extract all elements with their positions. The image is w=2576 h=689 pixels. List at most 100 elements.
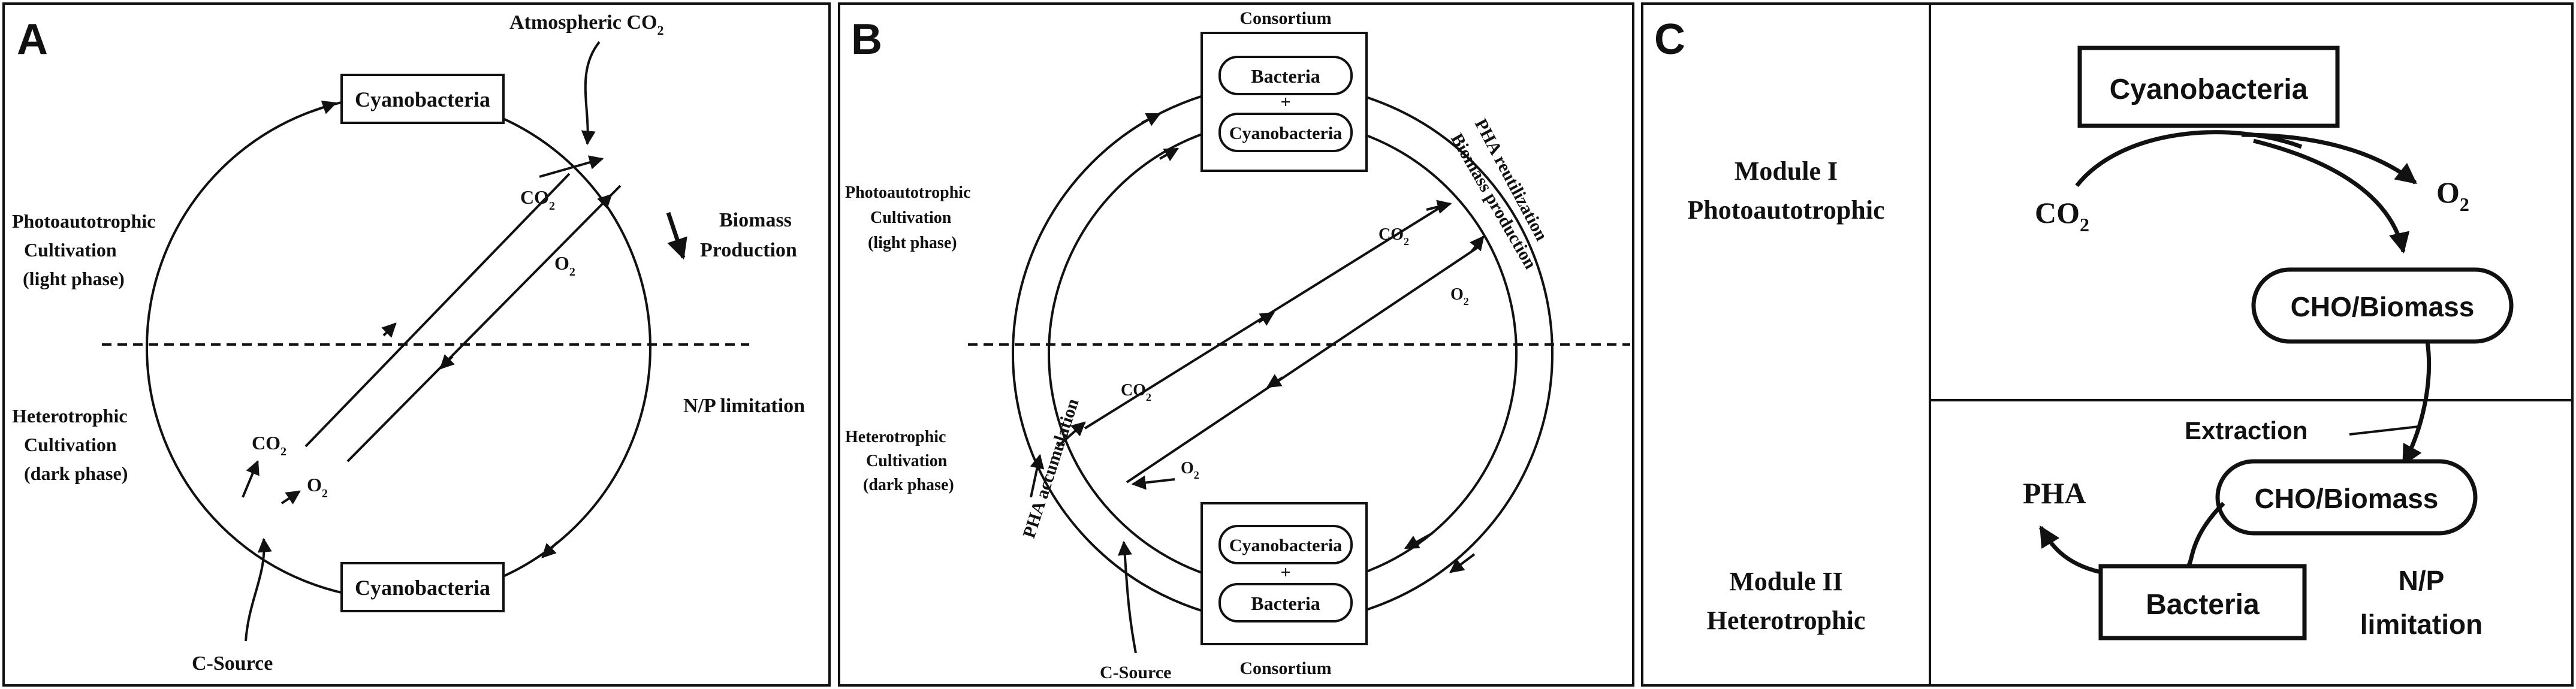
panel-a-top-cyanobacteria-box [340, 74, 505, 124]
panel-c-extraction-pointer [2349, 425, 2419, 436]
panel-b-o2-lower-arrow [1131, 475, 1175, 490]
panel-a-biomass-arrow [666, 211, 687, 260]
panel-c-np-line2: limitation [2360, 609, 2483, 640]
panel-b-outer-arrow-top [1141, 113, 1162, 126]
panel-a-photo-line2: Cultivation [24, 239, 117, 261]
panel-b-hetero-line3: (dark phase) [863, 476, 954, 494]
panel-c-pha-label: PHA [2023, 476, 2086, 510]
panel-c-bacteria-label: Bacteria [2146, 589, 2260, 621]
panel-b-inner-arrow-top [1159, 147, 1180, 162]
panel-a-cycle-circle [146, 95, 651, 600]
panel-c-o2: O2 [2436, 176, 2469, 215]
panel-b-co2-lower: CO2 [1121, 381, 1151, 403]
panel-c-letter: C [1654, 16, 1685, 64]
panel-a-bottom-cyanobacteria-label: Cyanobacteria [355, 576, 490, 600]
panel-b-o2-diagonal-arrow-top [1470, 235, 1485, 253]
panel-c-extraction-label: Extraction [2185, 416, 2307, 445]
panel-b-top-bacteria-pill [1218, 56, 1353, 95]
panel-b-bottom-plus: + [1280, 563, 1290, 582]
panel-b-bottom-bacteria-label: Bacteria [1251, 593, 1320, 614]
panel-b-photo-line2: Cultivation [870, 208, 952, 227]
panel-c-cho-biomass-pill-2 [2215, 459, 2478, 536]
panel-c-module1-line1: Module I [1735, 156, 1838, 186]
panel-a-o2-diagonal-arrow-top [597, 194, 613, 209]
panel-b: B Consortium Bacteria + Cyanobacteria Cy… [838, 2, 1634, 687]
panel-a-top-cyanobacteria-label: Cyanobacteria [355, 87, 490, 111]
panel-b-pha-accumulation: PHA accumulation [1019, 396, 1082, 540]
panel-a-biomass-line2: Production [700, 239, 797, 261]
panel-b-top-cyanobacteria-pill [1218, 113, 1353, 152]
panel-a-biomass-line1: Biomass [719, 209, 792, 231]
panel-b-o2-lower: O2 [1181, 459, 1199, 481]
panel-c-cho-biomass-label-1: CHO/Biomass [2291, 291, 2475, 322]
panel-a-cycle-arrow-bottom [541, 541, 559, 558]
panel-c-biomass-arrow [2253, 138, 2410, 254]
panel-a-c-source-arrow [245, 537, 272, 642]
panel-a-o2-diagonal [346, 185, 622, 463]
panel-a-hetero-line1: Heterotrophic [12, 405, 128, 427]
panel-a-lower-left-arrow [242, 460, 260, 498]
panel-b-bottom-bacteria-pill [1218, 583, 1353, 622]
panel-c: C Module I Photoautotrophic Module II He… [1641, 2, 2574, 687]
panel-b-hetero-line2: Cultivation [866, 452, 948, 470]
panel-a-photo-line3: (light phase) [23, 268, 125, 289]
panel-a-cycle-arrow-top [311, 100, 337, 114]
panel-a-co2-diagonal [304, 173, 571, 448]
panel-a-hetero-line3: (dark phase) [24, 463, 128, 484]
panel-b-consortium-bottom-label: Consortium [1239, 658, 1331, 678]
panel-b-photo-line1: Photoautotrophic [845, 183, 971, 202]
panel-b-consortium-top-label: Consortium [1239, 8, 1331, 28]
panel-c-co2: CO2 [2035, 196, 2089, 235]
panel-b-inner-arrow-bottom [1404, 532, 1433, 549]
panel-a-o2-diagonal-arrow-mid [439, 354, 455, 370]
panel-b-hetero-line1: Heterotrophic [845, 428, 946, 446]
panel-b-letter: B [851, 16, 882, 64]
panel-a-bottom-cyanobacteria-box [340, 562, 505, 612]
panel-b-top-bacteria-label: Bacteria [1251, 65, 1320, 87]
panel-c-cho-biomass-label-2: CHO/Biomass [2255, 483, 2439, 514]
panel-a-photo-line1: Photoautotrophic [12, 210, 155, 232]
panel-a-border [2, 2, 831, 687]
panel-a-hetero-line2: Cultivation [24, 434, 117, 455]
panel-b-photo-line3: (light phase) [868, 234, 957, 252]
panel-a-o2-lower-arrow [280, 490, 301, 504]
panel-c-bacteria-box [2098, 564, 2307, 640]
panel-a-co2-upper: CO2 [520, 186, 555, 213]
panel-b-co2-diagonal-arrow-mid [1257, 312, 1275, 326]
panel-b-o2-diagonal-arrow-mid [1266, 374, 1284, 388]
panel-a-o2-lower: O2 [307, 474, 328, 500]
panel-c-co2-curve [2075, 130, 2303, 188]
panel-c-biomass-to-bacteria [2186, 501, 2225, 569]
panel-b-left-lower-arrow [1030, 454, 1045, 498]
panel-b-bottom-cyanobacteria-label: Cyanobacteria [1229, 536, 1342, 555]
panel-c-module2-line2: Heterotrophic [1707, 606, 1866, 635]
panel-b-co2-diagonal-arrow-top [1426, 200, 1452, 214]
panel-c-np-line1: N/P [2399, 565, 2445, 596]
panel-a-letter: A [17, 16, 48, 64]
panel-a-np-limitation: N/P limitation [683, 395, 805, 417]
panel-b-c-source: C-Source [1100, 663, 1171, 682]
panel-c-module1-line2: Photoautotrophic [1687, 195, 1884, 225]
panel-c-pha-arrow [2038, 525, 2101, 575]
panel-a: A Cyanobacteria Cyanobacteria Atmospheri… [2, 2, 831, 687]
panel-b-outer-arrow-bottom [1449, 553, 1476, 573]
panel-c-border [1641, 2, 2574, 687]
panel-a-atmospheric-co2: Atmospheric CO2 [509, 11, 663, 38]
panel-c-o2-arrow [2241, 132, 2417, 185]
panel-b-left-upper-arrow [1057, 421, 1086, 448]
panel-b-bottom-cyanobacteria-pill [1218, 525, 1353, 564]
panel-a-atmospheric-arrow [581, 41, 601, 146]
panel-b-c-source-arrow [1118, 540, 1137, 654]
panel-c-cyanobacteria-box [2077, 46, 2340, 128]
panel-b-co2-upper: CO2 [1379, 225, 1409, 247]
panel-c-module2-line1: Module II [1729, 567, 1842, 596]
panel-a-co2-diagonal-arrow-top [539, 155, 604, 178]
panel-c-extraction-arrow [2401, 341, 2432, 467]
panel-b-top-cyanobacteria-label: Cyanobacteria [1229, 123, 1342, 143]
panel-c-cyanobacteria-label: Cyanobacteria [2110, 74, 2308, 105]
panel-a-o2-upper: O2 [554, 252, 575, 279]
panel-b-o2-upper: O2 [1450, 285, 1469, 307]
panel-b-top-plus: + [1280, 92, 1290, 112]
panel-b-border [838, 2, 1634, 687]
